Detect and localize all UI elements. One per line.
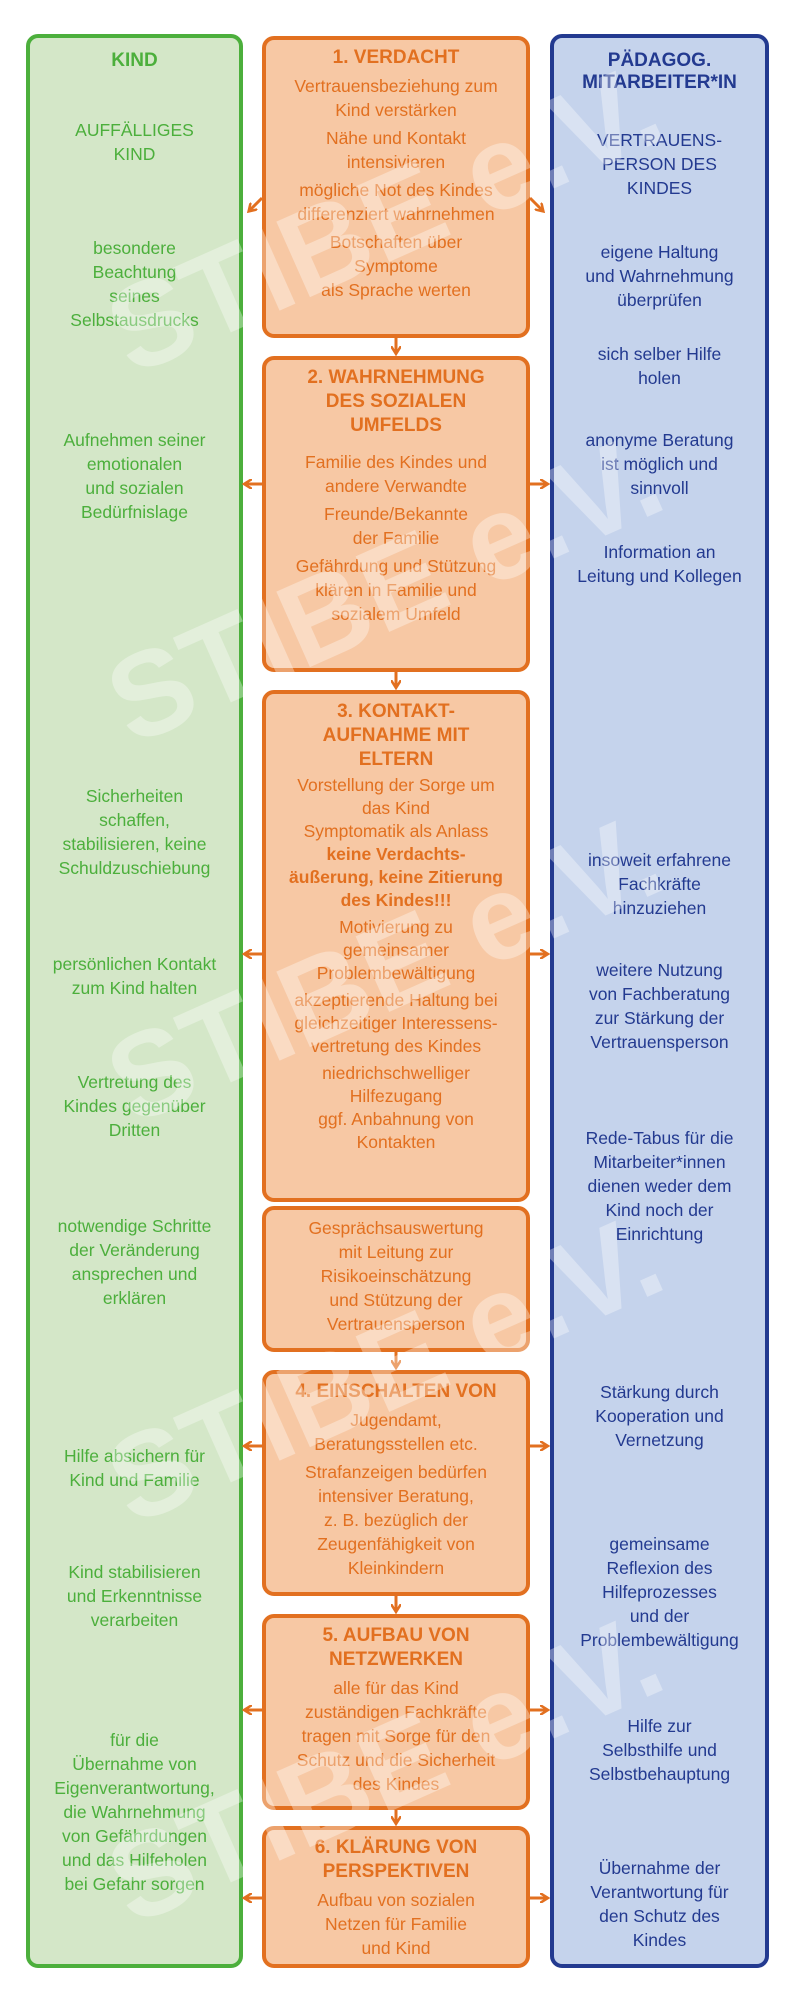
mitarbeiter-item: sich selber Hilfe holen bbox=[597, 344, 722, 388]
mitarbeiter-item: VERTRAUENS- PERSON DES KINDES bbox=[596, 130, 723, 198]
step-2-item: Gefährdung und Stützung klären in Famili… bbox=[295, 556, 497, 624]
step-1-item: mögliche Not des Kindes differenziert wa… bbox=[297, 180, 495, 224]
step-6-title: 6. KLÄRUNG VON PERSPEKTIVEN bbox=[314, 1837, 478, 1882]
kind-item: persönlichen Kontakt zum Kind halten bbox=[52, 954, 217, 998]
kind-column-header: KIND bbox=[111, 50, 158, 71]
gespraechsauswertung-text: Gesprächsauswertung mit Leitung zur Risi… bbox=[308, 1218, 484, 1334]
step-5-netzwerke-box: 5. AUFBAU VON NETZWERKEN alle für das Ki… bbox=[262, 1614, 530, 1810]
kind-item: für die Übernahme von Eigenverantwortung… bbox=[54, 1730, 215, 1894]
step-1-verdacht-box: 1. VERDACHT Vertrauensbeziehung zum Kind… bbox=[262, 36, 530, 338]
step-3-item: Motivierung zu gemeinsamer Problembewält… bbox=[316, 917, 476, 983]
kind-item: Hilfe absichern für Kind und Familie bbox=[63, 1446, 206, 1490]
step-3-title: 3. KONTAKT- AUFNAHME MIT ELTERN bbox=[322, 701, 470, 770]
kind-item: AUFFÄLLIGES KIND bbox=[75, 120, 194, 164]
right-arrow-step-1 bbox=[528, 196, 542, 210]
step-1-title: 1. VERDACHT bbox=[332, 47, 460, 68]
step-5-title: 5. AUFBAU VON NETZWERKEN bbox=[322, 1625, 470, 1670]
step-1-item: Nähe und Kontakt intensivieren bbox=[325, 128, 467, 172]
mitarbeiter-item: eigene Haltung und Wahrnehmung überprüfe… bbox=[585, 242, 734, 310]
mitarbeiter-item: Rede-Tabus für die Mitarbeiter*innen die… bbox=[585, 1128, 734, 1244]
step-2-title: 2. WAHRNEHMUNG DES SOZIALEN UMFELDS bbox=[307, 367, 485, 436]
step-3-item: Symptomatik als Anlass bbox=[303, 821, 489, 841]
step-1-item: Botschaften über Symptome als Sprache we… bbox=[321, 232, 471, 300]
kind-item: Vertretung des Kindes gegenüber Dritten bbox=[63, 1072, 206, 1140]
step-3-item-emphasis: keine Verdachts- äußerung, keine Zitieru… bbox=[289, 844, 503, 910]
step-4-item: Jugendamt, Beratungsstellen etc. bbox=[314, 1410, 478, 1454]
step-2-item: Familie des Kindes und andere Verwandte bbox=[305, 452, 487, 496]
kind-item: Aufnehmen seiner emotionalen und soziale… bbox=[63, 430, 206, 522]
mitarbeiter-item: insoweit erfahrene Fachkräfte hinzuziehe… bbox=[588, 850, 731, 918]
mitarbeiter-column-header: PÄDAGOG. MITARBEITER*IN bbox=[582, 50, 737, 93]
step-4-item: Strafanzeigen bedürfen intensiver Beratu… bbox=[305, 1462, 487, 1578]
step-3-item: niedrichschwelliger Hilfezugang ggf. Anb… bbox=[318, 1063, 474, 1152]
mitarbeiter-item: weitere Nutzung von Fachberatung zur Stä… bbox=[588, 960, 731, 1052]
step-1-item: Vertrauensbeziehung zum Kind verstärken bbox=[294, 76, 498, 120]
kind-item: besondere Beachtung seines Selbstausdruc… bbox=[70, 238, 199, 330]
mitarbeiter-item: Hilfe zur Selbsthilfe und Selbstbehauptu… bbox=[588, 1716, 731, 1784]
mitarbeiter-item: Übernahme der Verantwortung für den Schu… bbox=[590, 1858, 729, 1950]
step-2-wahrnehmung-box: 2. WAHRNEHMUNG DES SOZIALEN UMFELDS Fami… bbox=[262, 356, 530, 672]
mitarbeiter-item: Stärkung durch Kooperation und Vernetzun… bbox=[595, 1382, 724, 1450]
step-2-item: Freunde/Bekannte der Familie bbox=[324, 504, 468, 548]
gespraechsauswertung-box: Gesprächsauswertung mit Leitung zur Risi… bbox=[262, 1206, 530, 1352]
mitarbeiter-item: Information an Leitung und Kollegen bbox=[577, 542, 742, 586]
step-3-kontaktaufnahme-box: 3. KONTAKT- AUFNAHME MIT ELTERN Vorstell… bbox=[262, 690, 530, 1202]
step-3-item: akzeptierende Haltung bei gleichzeitiger… bbox=[294, 990, 498, 1056]
step-4-title: 4. EINSCHALTEN VON bbox=[295, 1381, 497, 1402]
kind-column: KIND AUFFÄLLIGES KIND besondere Beachtun… bbox=[26, 34, 243, 1968]
step-3-item: Vorstellung der Sorge um das Kind bbox=[297, 775, 495, 818]
step-6-perspektiven-box: 6. KLÄRUNG VON PERSPEKTIVEN Aufbau von s… bbox=[262, 1826, 530, 1968]
mitarbeiter-item: anonyme Beratung ist möglich und sinnvol… bbox=[585, 430, 734, 498]
kind-item: Kind stabilisieren und Erkenntnisse vera… bbox=[66, 1562, 203, 1630]
left-arrow-step-1 bbox=[250, 196, 264, 210]
mitarbeiter-column: PÄDAGOG. MITARBEITER*IN VERTRAUENS- PERS… bbox=[550, 34, 769, 1968]
kind-item: Sicherheiten schaffen, stabilisieren, ke… bbox=[58, 786, 211, 878]
step-4-einschalten-box: 4. EINSCHALTEN VON Jugendamt, Beratungss… bbox=[262, 1370, 530, 1596]
kind-item: notwendige Schritte der Veränderung ansp… bbox=[57, 1216, 212, 1308]
step-6-item: Aufbau von sozialen Netzen für Familie u… bbox=[317, 1890, 475, 1958]
mitarbeiter-item: gemeinsame Reflexion des Hilfeprozesses … bbox=[580, 1534, 739, 1650]
step-5-item: alle für das Kind zuständigen Fachkräfte… bbox=[296, 1678, 496, 1794]
